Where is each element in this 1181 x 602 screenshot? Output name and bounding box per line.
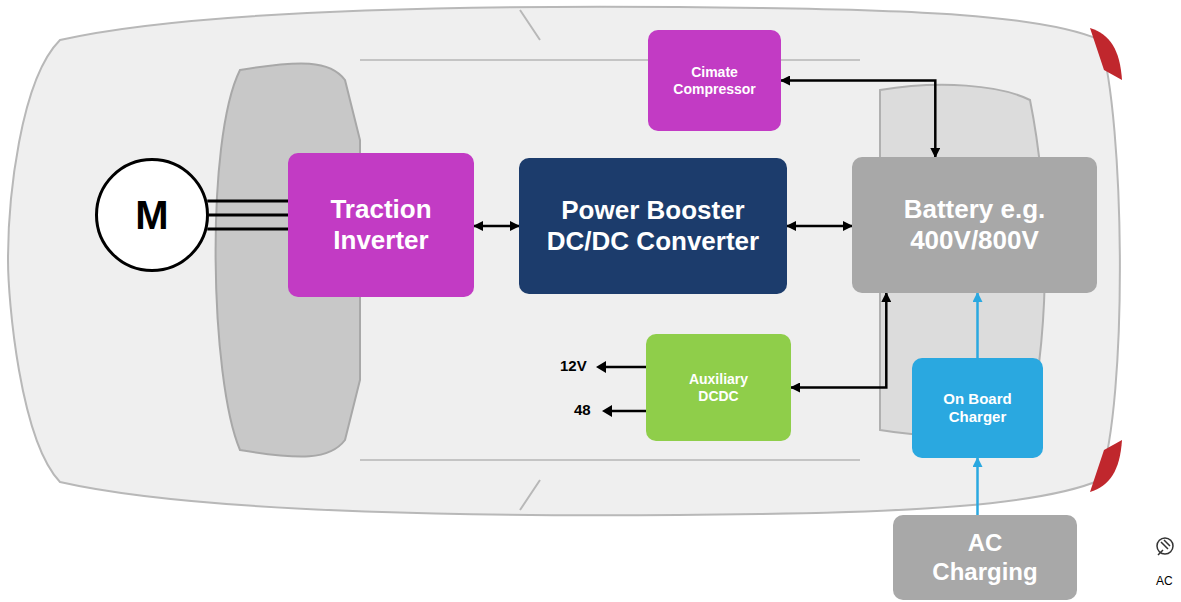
motor-circle: M — [95, 158, 209, 272]
auxiliary-converter-box: Auxiliary DCDC — [646, 334, 791, 441]
connector — [207, 201, 288, 229]
node-text: M — [135, 191, 168, 239]
connector — [474, 225, 519, 228]
tail-light — [1090, 440, 1122, 492]
connector — [781, 81, 935, 158]
connector — [976, 458, 979, 515]
plug-icon — [1157, 538, 1173, 554]
node-text: AC Charging — [920, 529, 1050, 587]
car-body — [8, 7, 1120, 516]
connector — [976, 293, 979, 358]
battery-box: Battery e.g. 400V/800V — [852, 157, 1097, 293]
output-arrowhead — [596, 361, 612, 417]
connector — [787, 225, 852, 228]
charger-box: On Board Charger — [912, 358, 1043, 458]
plug-label: AC — [1156, 574, 1173, 588]
connector — [791, 293, 886, 388]
node-text: Cimate Compressor — [665, 64, 765, 98]
converter-box: Power Booster DC/DC Converter — [519, 158, 787, 294]
inverter-box: Traction Inverter — [288, 153, 474, 297]
voltage-label: 12V — [560, 357, 587, 374]
node-text: On Board Charger — [923, 390, 1033, 426]
node-text: Traction Inverter — [301, 194, 461, 256]
plug-icon — [1158, 540, 1170, 555]
node-text: Battery e.g. 400V/800V — [872, 194, 1077, 256]
compressor-box: Cimate Compressor — [648, 30, 781, 131]
tail-light — [1090, 28, 1122, 80]
output-leader — [602, 367, 646, 411]
node-text: Power Booster DC/DC Converter — [541, 195, 766, 257]
voltage-label: 48 — [574, 401, 591, 418]
charging-source-box: AC Charging — [893, 515, 1077, 600]
node-text: Auxiliary DCDC — [669, 371, 769, 405]
